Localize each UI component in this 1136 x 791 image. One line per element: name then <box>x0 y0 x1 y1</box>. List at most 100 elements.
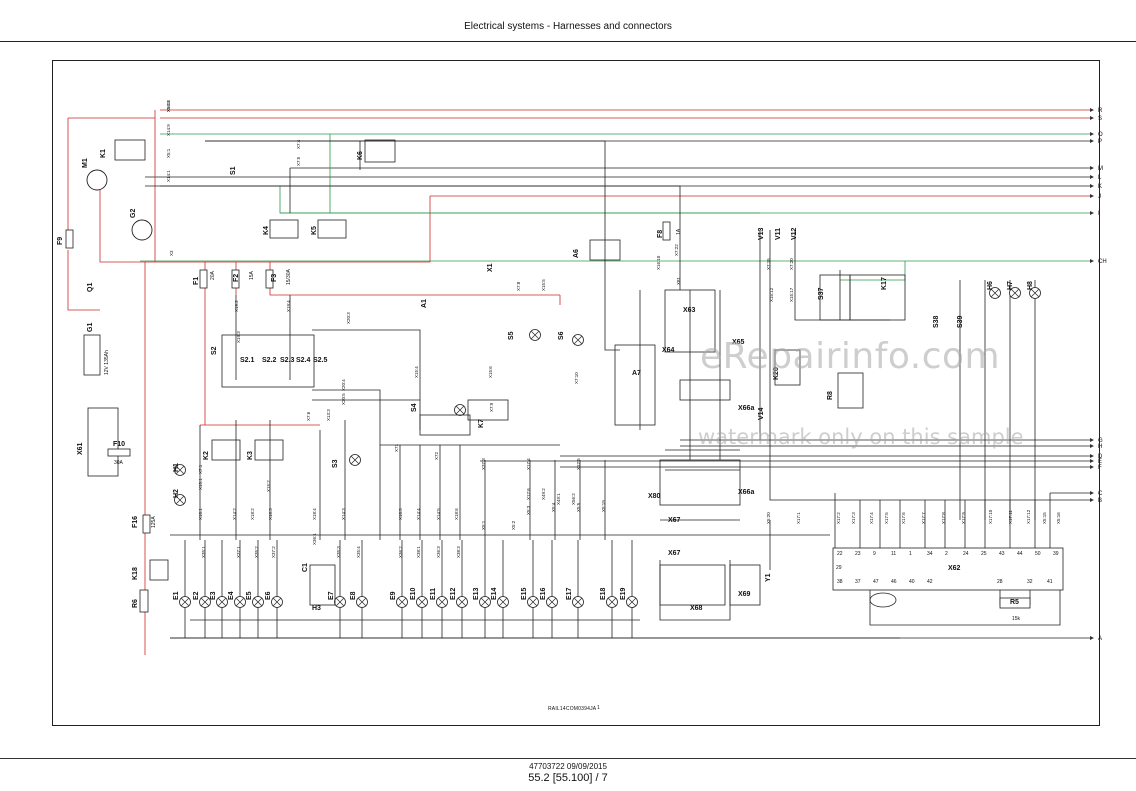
wire-harness <box>145 185 681 290</box>
wire-green-k4 <box>279 186 760 214</box>
connector-tag: X3 <box>169 250 174 256</box>
lamp-label-e10: E10 <box>410 587 417 600</box>
connector-tag: X18:3 <box>268 508 273 520</box>
x62-pin-top: 44 <box>1017 551 1023 557</box>
x62-pin-top: 22 <box>837 551 843 557</box>
watermark-note: watermark only on this sample <box>698 425 1024 449</box>
component-label-g1: G1 <box>87 323 94 332</box>
connector-tag: X17:7 <box>921 512 926 524</box>
component-label-s38: S38 <box>933 315 940 328</box>
component-label-s2-2: S2.2 <box>262 357 277 364</box>
connector-tag: X56:2 <box>571 493 576 505</box>
component-label-h7: H7 <box>1007 281 1014 290</box>
connector-tag: X18:4 <box>312 508 317 520</box>
component-label-k7: K7 <box>478 419 485 428</box>
lamp-cross <box>437 597 447 607</box>
lamp-cross <box>530 330 540 340</box>
component-label-a7: A7 <box>632 370 641 377</box>
switch-s2 <box>221 334 315 388</box>
component-label-c1: C1 <box>302 563 309 572</box>
connector-tag: X35:4 <box>356 546 361 558</box>
lamp-cross <box>272 597 282 607</box>
lamp-cross <box>200 597 210 607</box>
connector-tag: X12:6 <box>526 488 531 500</box>
connector-tag: X7:20 <box>789 258 794 270</box>
x62-pin-bottom: 28 <box>997 579 1003 585</box>
component-label-f2: F2 <box>233 274 240 282</box>
footer-rule <box>0 758 1136 759</box>
switch-s4 <box>419 414 471 436</box>
connector-tag: X5:16 <box>1056 512 1061 524</box>
fuse-f16 <box>142 514 151 534</box>
lamp-label-e11: E11 <box>430 588 437 600</box>
component-label-s37: S37 <box>818 287 825 300</box>
connector-tag: X20:3 <box>346 312 351 324</box>
edge-label-j: J <box>1098 194 1101 200</box>
connector-tag: X7:4 <box>296 139 301 149</box>
fuse-f3 <box>265 269 274 289</box>
battery-g1 <box>83 334 101 376</box>
connector-tag: X38:3 <box>456 546 461 558</box>
component-label-a1: A1 <box>421 299 428 308</box>
relay-k2 <box>211 439 241 461</box>
component-label-f3-rating: 15/30A <box>286 268 292 285</box>
fuse-f1 <box>199 269 208 289</box>
connector-tag: X18:6 <box>454 508 459 520</box>
x62-pin-top: 9 <box>873 551 876 557</box>
lamp-cross <box>180 597 190 607</box>
connector-tag: X81 <box>676 276 681 285</box>
connector-x68 <box>659 564 726 606</box>
switch-s37 <box>819 274 851 321</box>
bus-arrow <box>1090 465 1094 469</box>
wire-harness <box>769 230 1050 501</box>
component-label-k1: K1 <box>100 149 107 158</box>
x62-pin-top: 43 <box>999 551 1005 557</box>
component-label-s2-3: S2.3 <box>280 357 295 364</box>
lamp-cross <box>217 597 227 607</box>
connector-tag: X17:8 <box>941 512 946 524</box>
lamp-label-e3: E3 <box>210 591 217 600</box>
component-label-x67-2: X67 <box>668 550 681 557</box>
connector-tag: X7:6 <box>306 411 311 421</box>
lamp-label-e7: E7 <box>328 591 335 600</box>
module-a7 <box>614 344 656 426</box>
relay-k17 <box>849 274 906 321</box>
relay-k4 <box>269 219 299 239</box>
lamp-cross <box>253 597 263 607</box>
bus-arrow <box>1090 194 1094 198</box>
lamp-label-e13: E13 <box>473 587 480 600</box>
x62-pin-top: 34 <box>927 551 933 557</box>
connector-x64 <box>679 379 731 401</box>
lamp-cross <box>990 288 1000 298</box>
bus-arrow <box>1090 259 1094 263</box>
edge-label-h: H <box>1098 444 1102 450</box>
figure-reference: RAIL14COM0394JA <box>548 706 597 712</box>
lamp-label-e2: E2 <box>193 591 200 600</box>
connector-tag: X20:4 <box>341 379 346 391</box>
component-label-g1-rating: 12V 135Ah <box>104 350 110 375</box>
connector-tag: X7:10 <box>574 372 579 384</box>
connector-tag: X18:5 <box>398 508 403 520</box>
fuse-f10 <box>107 448 131 457</box>
fuse-f2 <box>231 269 240 289</box>
bus-arrow <box>1090 454 1094 458</box>
connector-tag: X17:11 <box>1008 510 1013 524</box>
lamp-label-e19: E19 <box>620 587 627 600</box>
edge-label-s: S <box>1098 116 1102 122</box>
bus-arrow <box>1090 108 1094 112</box>
component-label-s2: S2 <box>211 346 218 355</box>
component-label-s1: S1 <box>230 166 237 175</box>
bus-arrow <box>1090 184 1094 188</box>
wire-harness <box>312 329 421 430</box>
lamp-label-e15: E15 <box>521 587 528 600</box>
x62-pin-top: 2 <box>945 551 948 557</box>
lamp-cross <box>417 597 427 607</box>
component-label-s2-4: S2.4 <box>296 357 311 364</box>
x62-pin-top: 24 <box>963 551 969 557</box>
connector-tag: X15:12 <box>769 287 774 302</box>
connector-tag: X14:9 <box>166 124 171 136</box>
x62-pin-bottom: 46 <box>891 579 897 585</box>
lamp-cross <box>175 495 185 505</box>
connector-tag: X14:2 <box>232 508 237 520</box>
